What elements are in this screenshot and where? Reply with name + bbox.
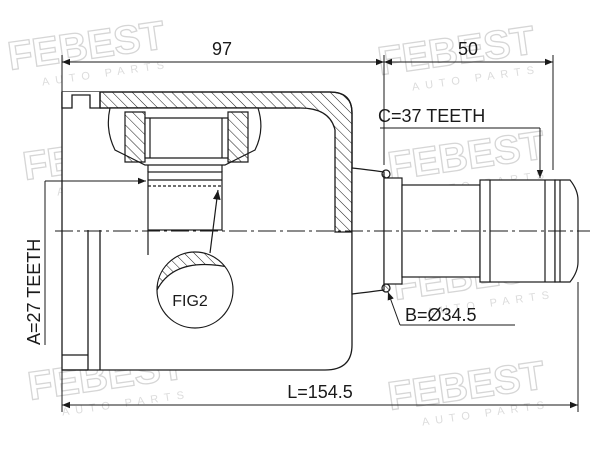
callout-spline-c [380,127,544,178]
callout-spline-a [44,177,146,345]
dim-body-length [61,55,385,165]
dim-shaft-length [384,55,554,170]
housing-wall-section [99,91,353,233]
dim-shaft-length-value: 50 [458,39,478,59]
tripod-assembly [107,107,262,231]
callout-diameter-b [387,291,515,326]
dim-body-length-value: 97 [212,39,232,59]
fig2-detail: FIG2 [156,189,234,329]
roller-left [124,111,146,163]
spider-hub [147,171,223,231]
spline-a-label: A=27 TEETH [24,239,44,345]
dim-total-length-value: L=154.5 [287,382,353,402]
roller-right [227,111,249,163]
fig2-label: FIG2 [172,293,208,310]
spline-c-label: C=37 TEETH [378,106,485,126]
dim-total-length [61,282,579,412]
diameter-b-label: B=Ø34.5 [405,305,477,325]
